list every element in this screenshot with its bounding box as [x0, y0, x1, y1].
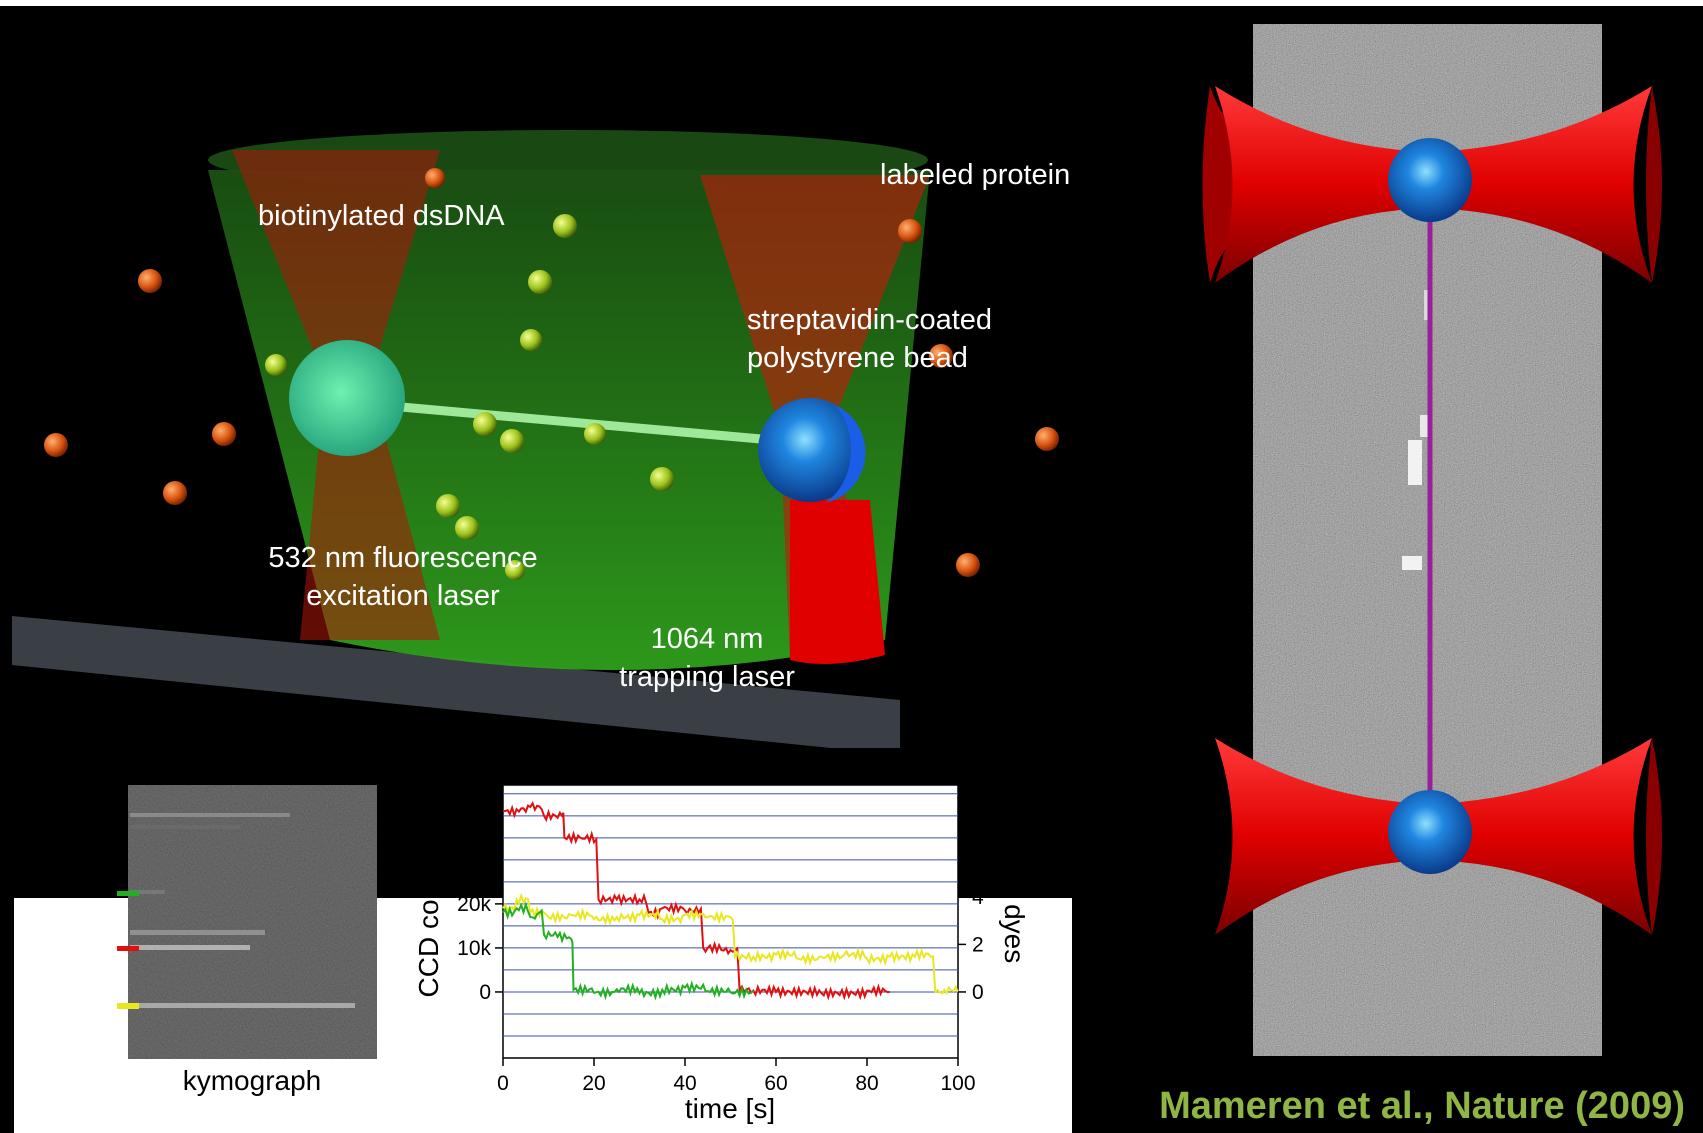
- y-tick-label: 10k: [457, 937, 491, 960]
- upper-bead: [1388, 138, 1472, 222]
- label-fluorescence-line1: 532 nm fluorescence: [268, 542, 537, 574]
- x-tick-label: 100: [940, 1072, 975, 1095]
- lower-optical-trap: [1215, 738, 1662, 935]
- series-line-1: [502, 892, 959, 996]
- right-bead: [758, 398, 862, 502]
- kymograph-panel: kymograph: [117, 785, 377, 1096]
- y-tick-label: 0: [479, 981, 491, 1004]
- plot-area: [502, 784, 959, 1059]
- y2-tick-label: 8: [972, 791, 984, 814]
- protein-spot: [1408, 440, 1422, 485]
- x-axis-label: time [s]: [685, 1093, 775, 1124]
- label-labeled-protein: labeled protein: [880, 159, 1070, 191]
- protein-spot: [1402, 556, 1422, 570]
- kymograph-caption: kymograph: [183, 1065, 322, 1096]
- x-ticks: 0 20 40 60 80 100: [497, 1058, 976, 1095]
- dna-tether: [344, 397, 773, 445]
- x-tick-label: 80: [855, 1072, 878, 1095]
- series-line-0: [502, 801, 890, 1001]
- tethered-dna-micrograph: [1202, 24, 1662, 1056]
- x-tick-label: 0: [497, 1072, 509, 1095]
- glass-slide: [12, 616, 900, 755]
- intensity-trace-chart: 0 20 40 60 80 100 0 10k 20k 30k 40k 0 2 4 6 8 time [s…: [413, 784, 1030, 1124]
- y-tick-label: 20k: [457, 893, 491, 916]
- left-bead: [289, 340, 405, 456]
- top-border: [0, 0, 1703, 6]
- x-tick-label: 20: [582, 1072, 605, 1095]
- y2-tick-label: 4: [972, 886, 984, 909]
- right-trap-lower: [790, 500, 885, 664]
- y-axis-label: CCD counts: [413, 847, 444, 998]
- y2-tick-label: 0: [972, 981, 984, 1004]
- x-tick-label: 60: [764, 1072, 787, 1095]
- label-trapping-line1: 1064 nm: [651, 623, 764, 655]
- upper-optical-trap: [1202, 86, 1662, 283]
- series-line-2: [502, 901, 755, 1001]
- y2-ticks: 0 2 4 6 8: [958, 791, 984, 1004]
- label-bead-line1: streptavidin-coated: [747, 304, 992, 336]
- y2-tick-label: 2: [972, 933, 984, 956]
- fluorescent-dye-particles: [265, 214, 674, 580]
- label-biotinylated-dsdna: biotinylated dsDNA: [258, 200, 505, 232]
- protein-spot: [1424, 290, 1430, 320]
- series-traces: [502, 801, 959, 1001]
- y-tick-label: 30k: [457, 849, 491, 872]
- kymo-marker-red: [117, 946, 139, 951]
- y-tick-label: 40k: [457, 805, 491, 828]
- label-trapping-line2: trapping laser: [619, 661, 795, 693]
- label-bead-line2: polystyrene bead: [747, 342, 968, 374]
- kymo-marker-yellow: [117, 1003, 139, 1009]
- lower-bead: [1388, 790, 1472, 874]
- y2-axis-label: # dyes: [999, 881, 1030, 964]
- right-bead-highlight: [825, 405, 866, 503]
- label-fluorescence-line2: excitation laser: [306, 580, 500, 612]
- citation: Mameren et al., Nature (2009): [1159, 1085, 1685, 1127]
- y-ticks: 0 10k 20k 30k 40k: [457, 805, 503, 1004]
- labeled-protein-particles: [44, 168, 1059, 577]
- kymo-marker-green: [117, 891, 139, 896]
- optical-trap-schematic: biotinylated dsDNA labeled protein strep…: [12, 130, 1070, 755]
- y2-tick-label: 6: [972, 838, 984, 861]
- x-tick-label: 40: [673, 1072, 696, 1095]
